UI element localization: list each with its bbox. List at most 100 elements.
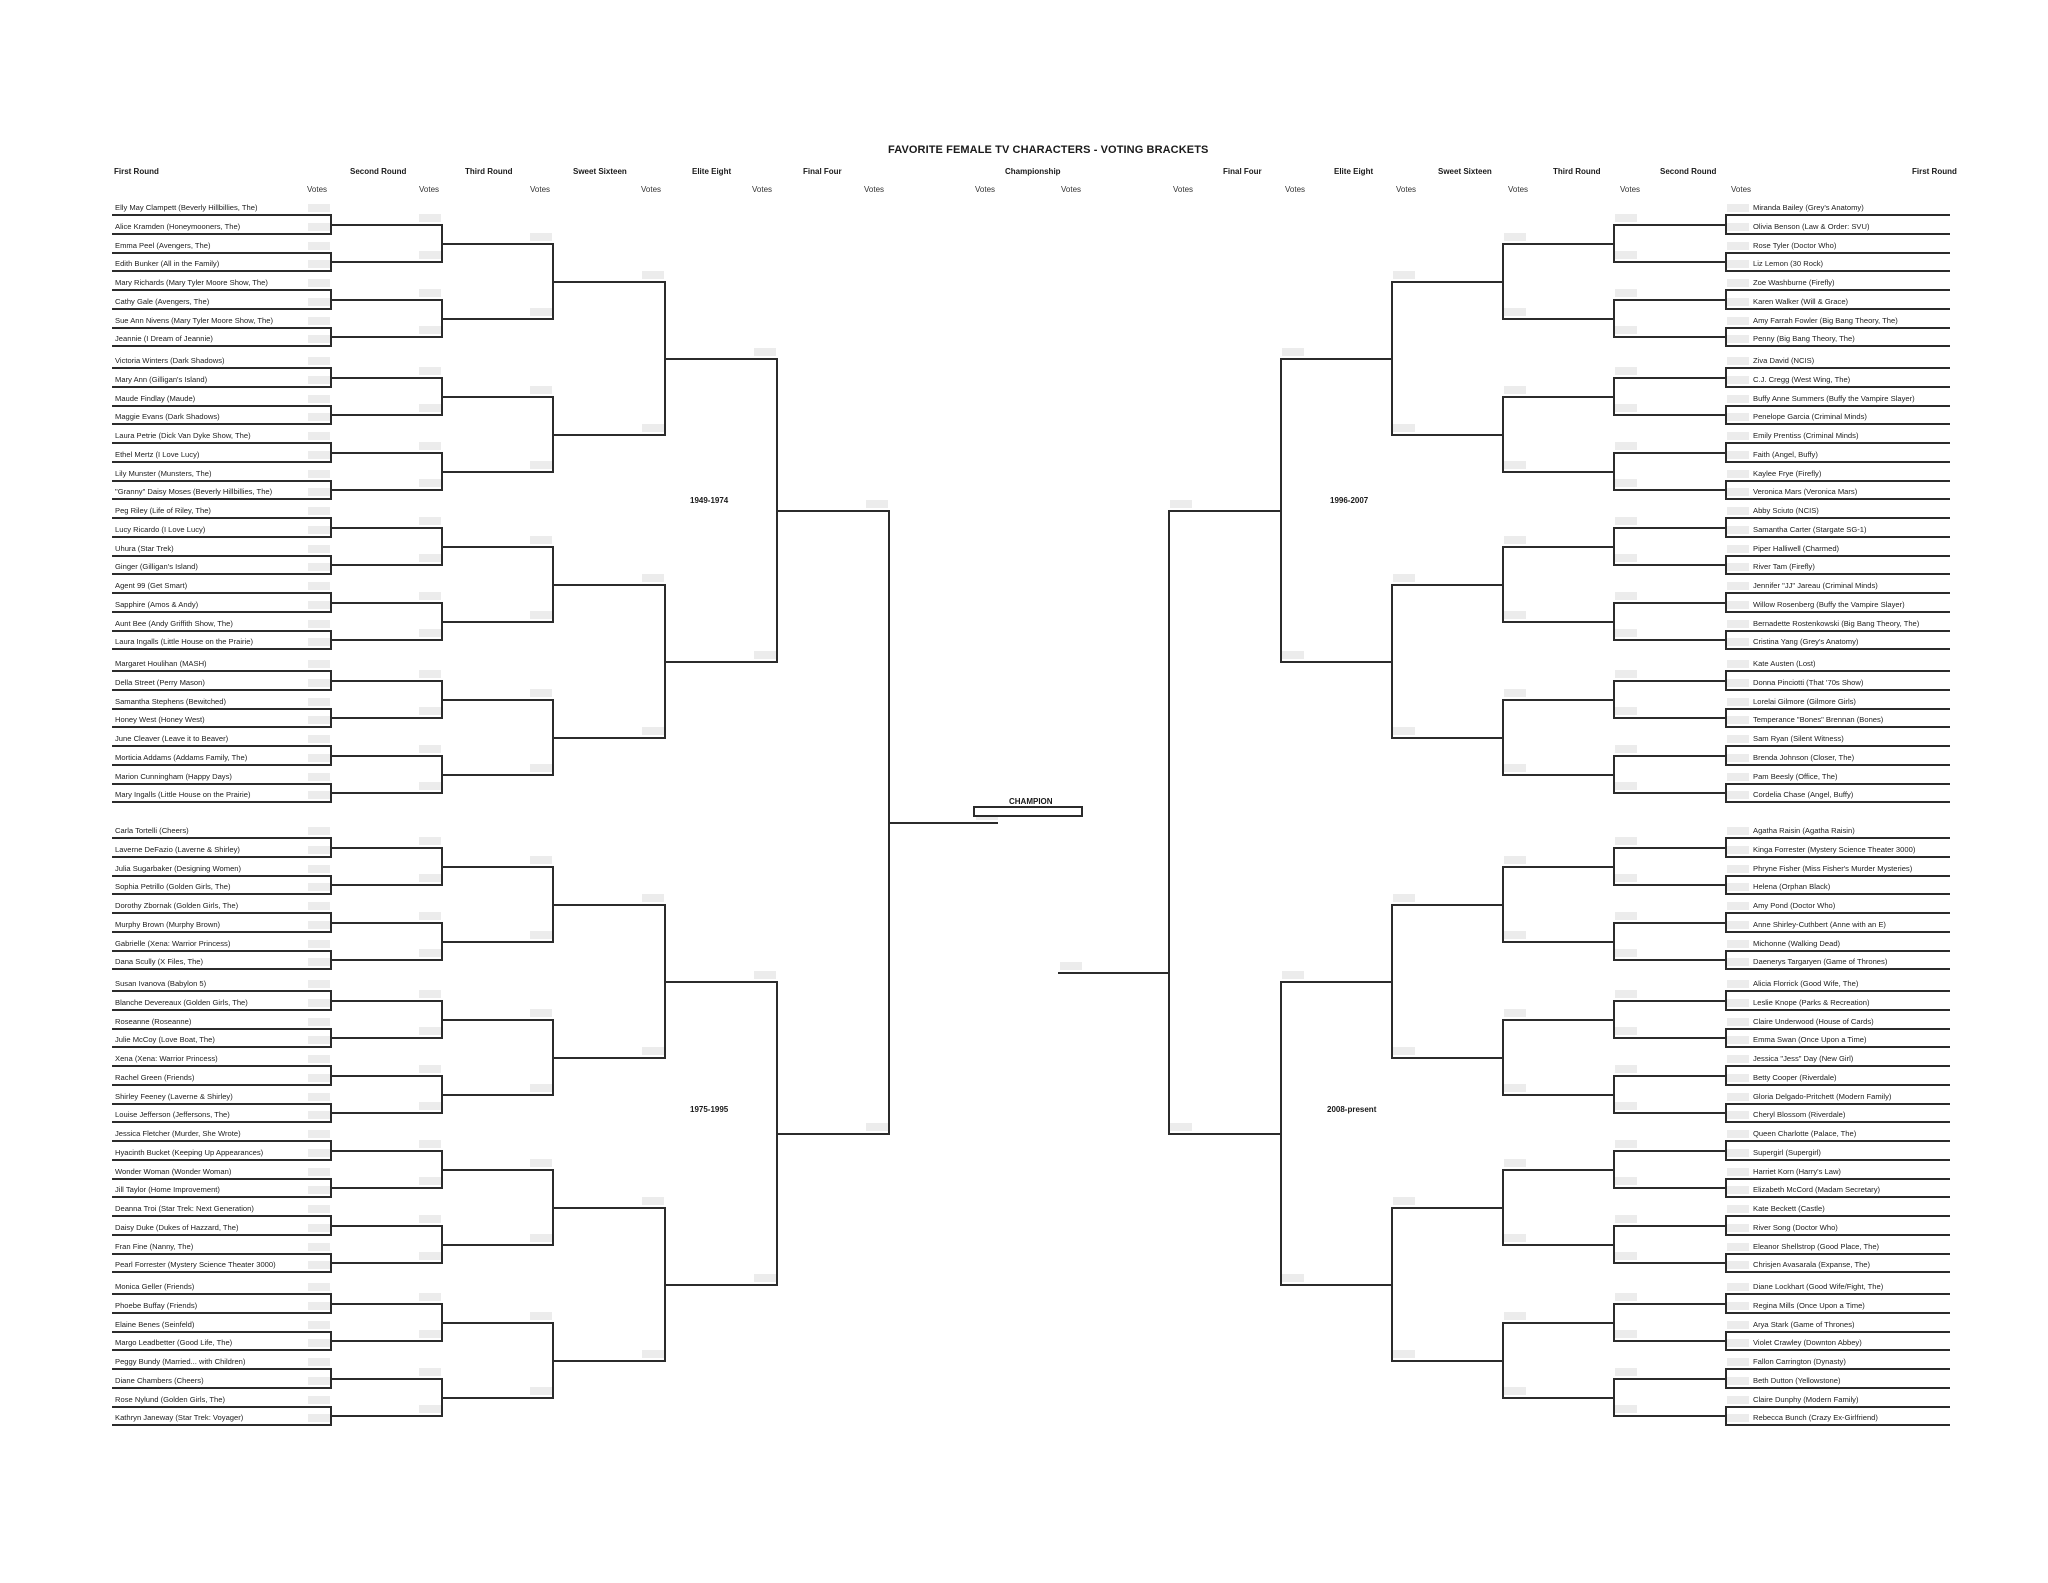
vote-input[interactable] [530,764,552,772]
vote-input[interactable] [1615,1215,1637,1223]
vote-input[interactable] [308,1130,330,1138]
vote-input[interactable] [754,971,776,979]
vote-input[interactable] [1615,707,1637,715]
vote-input[interactable] [1615,1177,1637,1185]
vote-input[interactable] [308,980,330,988]
vote-input[interactable] [1282,971,1304,979]
vote-input[interactable] [1615,442,1637,450]
vote-input[interactable] [419,479,441,487]
vote-input[interactable] [1504,461,1526,469]
vote-input[interactable] [308,1036,330,1044]
vote-input[interactable] [1615,745,1637,753]
vote-input[interactable] [1727,754,1749,762]
vote-input[interactable] [1727,1377,1749,1385]
vote-input[interactable] [308,883,330,891]
vote-input[interactable] [1504,931,1526,939]
vote-input[interactable] [419,1330,441,1338]
vote-input[interactable] [1727,376,1749,384]
vote-input[interactable] [1615,837,1637,845]
vote-input[interactable] [1504,764,1526,772]
vote-input[interactable] [1727,298,1749,306]
vote-input[interactable] [1615,1252,1637,1260]
vote-input[interactable] [1727,601,1749,609]
vote-input[interactable] [1615,1102,1637,1110]
vote-input[interactable] [1504,308,1526,316]
vote-input[interactable] [308,754,330,762]
vote-input[interactable] [308,698,330,706]
vote-input[interactable] [308,1261,330,1269]
vote-input[interactable] [1393,1197,1415,1205]
vote-input[interactable] [530,1312,552,1320]
vote-input[interactable] [419,1177,441,1185]
vote-input[interactable] [308,1414,330,1422]
vote-input[interactable] [1727,1283,1749,1291]
vote-input[interactable] [419,442,441,450]
vote-input[interactable] [1727,563,1749,571]
vote-input[interactable] [1615,251,1637,259]
vote-input[interactable] [419,289,441,297]
vote-input[interactable] [1727,582,1749,590]
vote-input[interactable] [308,1224,330,1232]
vote-input[interactable] [1727,204,1749,212]
vote-input[interactable] [419,745,441,753]
vote-input[interactable] [419,592,441,600]
vote-input[interactable] [419,404,441,412]
vote-input[interactable] [308,1339,330,1347]
vote-input[interactable] [1170,1123,1192,1131]
vote-input[interactable] [419,837,441,845]
vote-input[interactable] [308,791,330,799]
vote-input[interactable] [530,1159,552,1167]
vote-input[interactable] [642,1350,664,1358]
vote-input[interactable] [308,773,330,781]
vote-input[interactable] [419,251,441,259]
vote-input[interactable] [1727,1168,1749,1176]
vote-input[interactable] [1504,1084,1526,1092]
vote-input[interactable] [308,526,330,534]
vote-input[interactable] [1615,874,1637,882]
vote-input[interactable] [308,679,330,687]
vote-input[interactable] [1282,651,1304,659]
vote-input[interactable] [308,660,330,668]
vote-input[interactable] [308,620,330,628]
vote-input[interactable] [1727,1074,1749,1082]
vote-input[interactable] [1615,554,1637,562]
champion-slot[interactable] [973,806,1083,817]
vote-input[interactable] [308,1111,330,1119]
vote-input[interactable] [530,536,552,544]
vote-input[interactable] [1282,348,1304,356]
vote-input[interactable] [530,611,552,619]
vote-input[interactable] [1504,233,1526,241]
vote-input[interactable] [419,874,441,882]
vote-input[interactable] [1393,424,1415,432]
vote-input[interactable] [530,689,552,697]
vote-input[interactable] [530,308,552,316]
vote-input[interactable] [419,1027,441,1035]
vote-input[interactable] [642,424,664,432]
vote-input[interactable] [1727,1036,1749,1044]
vote-input[interactable] [308,1321,330,1329]
vote-input[interactable] [1727,470,1749,478]
vote-input[interactable] [308,958,330,966]
vote-input[interactable] [308,223,330,231]
vote-input[interactable] [308,260,330,268]
vote-input[interactable] [1504,386,1526,394]
vote-input[interactable] [1615,289,1637,297]
vote-input[interactable] [308,1093,330,1101]
vote-input[interactable] [308,846,330,854]
vote-input[interactable] [530,856,552,864]
vote-input[interactable] [1727,902,1749,910]
vote-input[interactable] [419,367,441,375]
vote-input[interactable] [530,461,552,469]
vote-input[interactable] [530,233,552,241]
vote-input[interactable] [1504,1387,1526,1395]
vote-input[interactable] [1727,1130,1749,1138]
vote-input[interactable] [1727,791,1749,799]
vote-input[interactable] [1615,326,1637,334]
vote-input[interactable] [754,651,776,659]
vote-input[interactable] [1727,827,1749,835]
vote-input[interactable] [1727,1396,1749,1404]
vote-input[interactable] [419,629,441,637]
vote-input[interactable] [419,1252,441,1260]
vote-input[interactable] [308,1186,330,1194]
vote-input[interactable] [1615,367,1637,375]
